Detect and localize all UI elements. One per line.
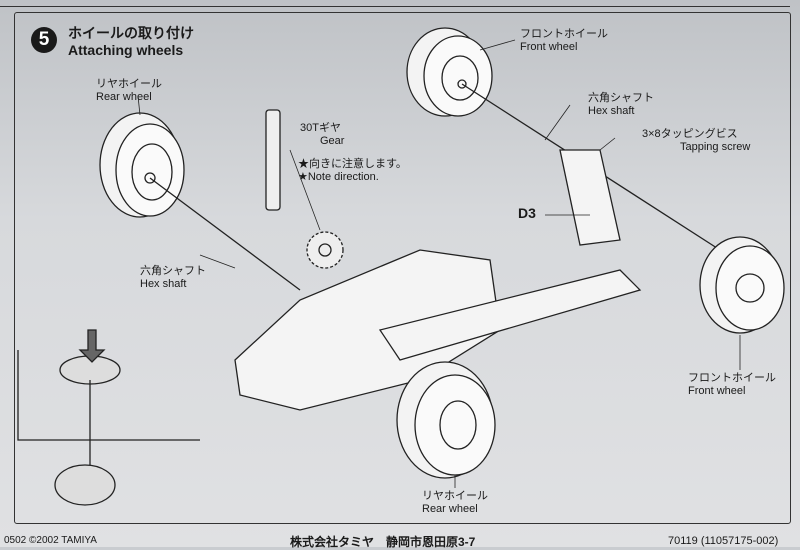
step-title-ja: ホイールの取り付け: [68, 25, 194, 41]
rear-wheel-left-drawing: [99, 112, 185, 218]
label-ja: リヤホイール: [422, 490, 488, 502]
label-en: Gear: [320, 135, 345, 147]
label-en: Rear wheel: [422, 503, 478, 515]
label-hex-shaft-right: 六角シャフト Hex shaft: [588, 92, 654, 118]
footer-company-address: 株式会社タミヤ 静岡市恩田原3-7: [290, 535, 476, 549]
label-rear-wheel-top: リヤホイール Rear wheel: [96, 78, 162, 104]
front-wheel-right-drawing: [699, 236, 785, 334]
label-ja: ★向きに注意します。: [298, 158, 407, 170]
label-en: Hex shaft: [140, 278, 187, 290]
front-wheel-top-drawing: [406, 27, 493, 117]
label-ja: フロントホイール: [688, 372, 776, 384]
label-ja: 六角シャフト: [140, 265, 206, 277]
label-en: Rear wheel: [96, 91, 152, 103]
label-en: Tapping screw: [680, 141, 751, 153]
label-tapping-screw: 3×8タッピングビス Tapping screw: [642, 128, 750, 154]
hex-shaft-left-drawing: [149, 177, 301, 291]
label-ja: フロントホイール: [520, 28, 608, 40]
label-part-d3: D3: [518, 205, 536, 221]
leader-lines: [137, 39, 741, 488]
label-ja: リヤホイール: [96, 78, 162, 90]
label-front-wheel-top: フロントホイール Front wheel: [520, 28, 608, 54]
top-divider: [0, 0, 790, 7]
label-ja: 3×8タッピングビス: [642, 128, 738, 140]
label-note-direction: ★向きに注意します。 ★Note direction.: [298, 158, 407, 184]
step-title: ホイールの取り付け Attaching wheels: [68, 25, 194, 59]
label-gear: 30Tギヤ Gear: [300, 122, 344, 148]
label-hex-shaft-left: 六角シャフト Hex shaft: [140, 265, 206, 291]
footer-part-number: 70119 (11057175-002): [668, 535, 779, 547]
footer-copyright: 0502 ©2002 TAMIYA: [4, 535, 97, 546]
label-rear-wheel-bottom: リヤホイール Rear wheel: [422, 490, 488, 516]
inset-drawing: [17, 329, 200, 506]
rear-wheel-bottom-drawing: [396, 361, 496, 479]
label-en: Front wheel: [520, 41, 578, 53]
label-ja: 30Tギヤ: [300, 122, 341, 134]
label-en: Hex shaft: [588, 105, 635, 117]
label-en: Front wheel: [688, 385, 746, 397]
step-number-badge: 5: [31, 27, 57, 53]
step-title-en: Attaching wheels: [68, 42, 184, 58]
label-en: ★Note direction.: [298, 171, 379, 183]
gear-drawing: [265, 109, 344, 269]
label-ja: 六角シャフト: [588, 92, 654, 104]
label-front-wheel-bottom: フロントホイール Front wheel: [688, 372, 776, 398]
press-arrow-icon: [78, 329, 106, 363]
step-frame: [14, 12, 791, 524]
